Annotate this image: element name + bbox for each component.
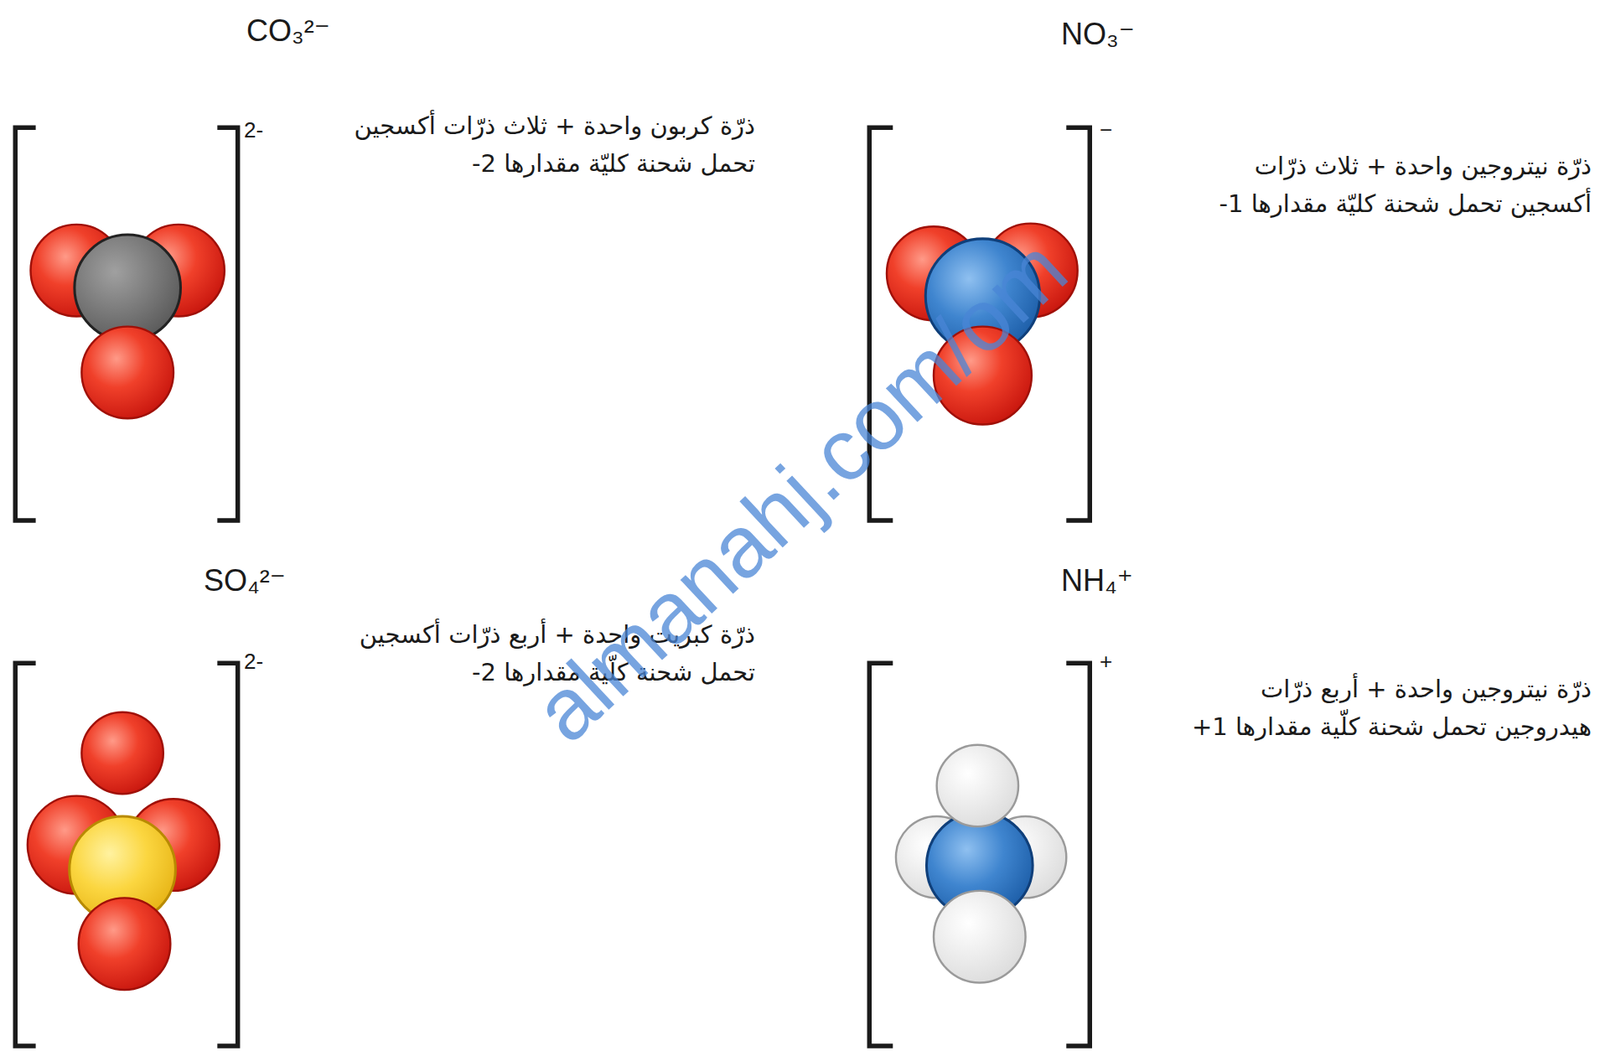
ion-description: ذرّة كربون واحدة + ثلاث ذرّات أكسجين تحم…	[336, 107, 756, 183]
ion-formula: NH₄⁺	[1061, 563, 1134, 599]
ion-formula: SO₄²⁻	[203, 563, 286, 599]
brackets	[15, 127, 1090, 1046]
ion-charge: 2-	[243, 648, 264, 675]
ion-charge: 2-	[243, 117, 264, 144]
ion-description: ذرّة نيتروجين واحدة + أربع ذرّات هيدروجي…	[1172, 670, 1592, 746]
ion-description: ذرّة نيتروجين واحدة + ثلاث ذرّات أكسجين …	[1172, 147, 1592, 223]
ion-charge: +	[1099, 648, 1113, 675]
carbonate-model	[31, 224, 225, 419]
ion-formula: CO₃²⁻	[246, 13, 331, 49]
sulfate-model	[27, 712, 220, 990]
ion-charge: −	[1099, 117, 1113, 144]
ion-formula: NO₃⁻	[1061, 16, 1135, 52]
ammonium-model	[895, 745, 1067, 984]
watermark: almanahj.com/om	[514, 219, 1086, 762]
